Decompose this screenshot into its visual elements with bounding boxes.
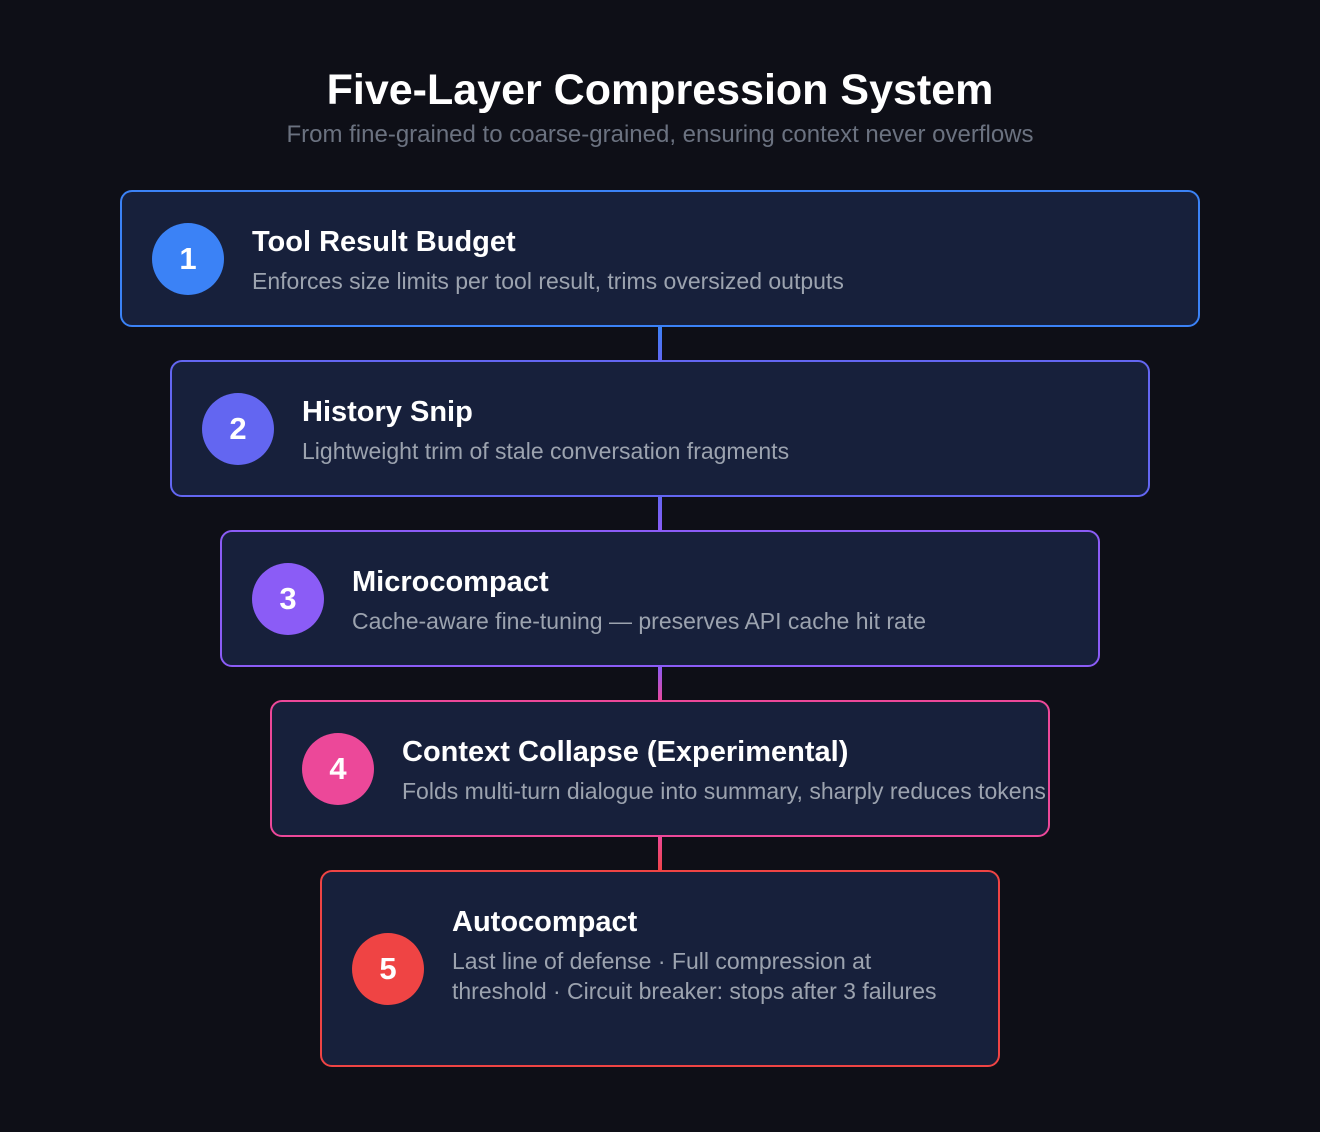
layer-badge-5: 5	[352, 933, 424, 1005]
layer-badge-3: 3	[252, 563, 324, 635]
connector-4-5	[658, 836, 662, 872]
connector-3-4	[658, 666, 662, 702]
layer-title-5: Autocompact	[452, 906, 638, 938]
diagram-title: Five-Layer Compression System	[326, 66, 994, 114]
layer-title-3: Microcompact	[352, 566, 549, 598]
layer-title-4: Context Collapse (Experimental)	[402, 736, 849, 768]
layer-description-3: Cache-aware fine-tuning — preserves API …	[352, 608, 927, 634]
layer-description-1: Enforces size limits per tool result, tr…	[252, 268, 844, 294]
layer-card-3	[220, 530, 1100, 667]
layer-description-4: Folds multi-turn dialogue into summary, …	[402, 778, 1046, 804]
connector-1-2	[658, 326, 662, 362]
layer-card-2	[170, 360, 1150, 497]
diagram-subtitle: From fine-grained to coarse-grained, ens…	[286, 121, 1034, 148]
layer-card-1	[120, 190, 1200, 327]
layer-description-5: Last line of defense · Full compression …	[452, 948, 937, 1004]
layer-card-4	[270, 700, 1050, 837]
layer-description-2: Lightweight trim of stale conversation f…	[302, 438, 790, 464]
layer-badge-2: 2	[202, 393, 274, 465]
layer-badge-1: 1	[152, 223, 224, 295]
layer-card-5	[320, 870, 1000, 1067]
layer-title-2: History Snip	[302, 396, 473, 428]
layer-title-1: Tool Result Budget	[252, 226, 516, 258]
connector-2-3	[658, 496, 662, 532]
layer-badge-4: 4	[302, 733, 374, 805]
